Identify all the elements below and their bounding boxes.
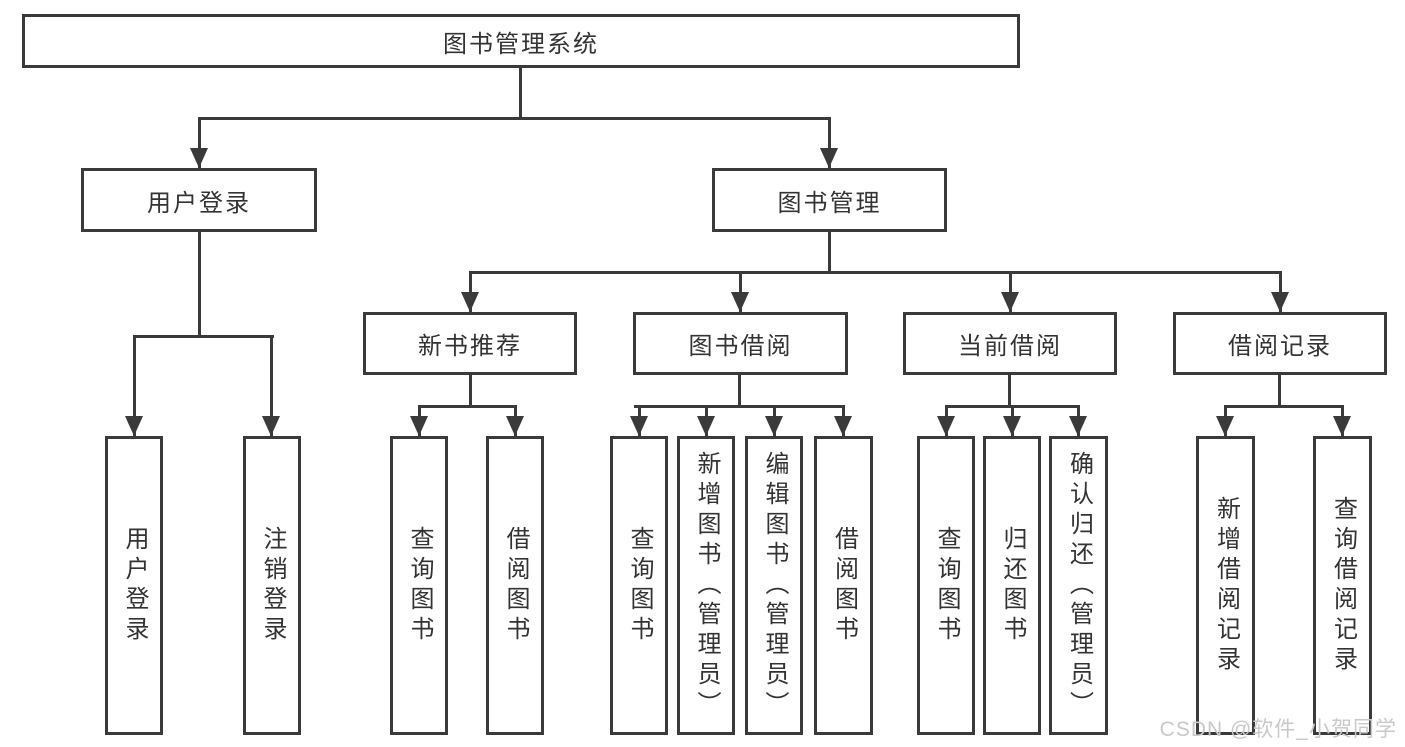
node-user-login-label: 用户登录 (147, 189, 251, 217)
leaf-recommend-borrow-book: 借阅图书 (486, 436, 544, 735)
leaf-current-query-book-label: 查询图书 (933, 525, 960, 646)
leaf-confirm-return-admin: 确认归还（管理员） (1049, 436, 1108, 735)
arrow-to-leaf-logout (262, 336, 280, 436)
arrow-record-leaf-2 (1333, 406, 1351, 436)
leaf-logout-label: 注销登录 (259, 525, 286, 646)
connector-user-login-bar (133, 335, 274, 338)
node-root: 图书管理系统 (22, 14, 1020, 68)
arrow-record-leaf-1 (1216, 406, 1234, 436)
node-borrow-record: 借阅记录 (1173, 312, 1387, 375)
arrow-borrow-leaf-2 (697, 406, 715, 436)
connector-current-stub (1008, 375, 1011, 408)
leaf-edit-book-admin: 编辑图书（管理员） (745, 436, 803, 735)
arrow-borrow-leaf-4 (834, 406, 852, 436)
connector-recommend-bar (418, 405, 517, 408)
leaf-add-book-admin-label: 新增图书（管理员） (693, 450, 720, 721)
connector-borrow-bar (634, 405, 845, 408)
node-user-login: 用户登录 (81, 168, 317, 232)
arrow-current-leaf-1 (937, 406, 955, 436)
node-new-book-recommend-label: 新书推荐 (418, 333, 522, 360)
arrow-recommend-leaf-2 (506, 406, 524, 436)
node-book-management: 图书管理 (712, 168, 947, 232)
arrow-borrow-leaf-1 (630, 406, 648, 436)
leaf-borrow-query-book-label: 查询图书 (626, 525, 653, 646)
arrow-to-borrow-record (1271, 272, 1289, 312)
arrow-current-leaf-3 (1069, 406, 1087, 436)
leaf-confirm-return-admin-label: 确认归还（管理员） (1065, 450, 1093, 721)
leaf-current-query-book: 查询图书 (917, 436, 975, 735)
node-borrow-record-label: 借阅记录 (1228, 333, 1332, 360)
leaf-user-login: 用户登录 (105, 436, 163, 735)
node-current-borrow: 当前借阅 (903, 312, 1117, 375)
node-book-management-label: 图书管理 (777, 189, 882, 217)
node-current-borrow-label: 当前借阅 (958, 333, 1062, 360)
watermark: CSDN @软件_小贺同学 (1159, 718, 1397, 741)
leaf-recommend-query-book-label: 查询图书 (406, 525, 433, 646)
connector-user-login-vertical (198, 232, 201, 338)
leaf-user-login-label: 用户登录 (121, 525, 148, 646)
connector-record-stub (1278, 375, 1281, 408)
leaf-edit-book-admin-label: 编辑图书（管理员） (761, 450, 788, 721)
leaf-return-book: 归还图书 (983, 436, 1041, 735)
leaf-logout: 注销登录 (243, 436, 301, 735)
arrow-to-user-login (190, 118, 208, 168)
connector-level2-bar (198, 117, 831, 120)
arrow-to-new-book-recommend (461, 272, 479, 312)
leaf-return-book-label: 归还图书 (999, 525, 1026, 646)
node-book-borrow-label: 图书借阅 (688, 333, 793, 360)
leaf-borrow-query-book: 查询图书 (610, 436, 668, 735)
arrow-to-book-borrow (731, 272, 749, 312)
leaf-add-borrow-record: 新增借阅记录 (1196, 436, 1255, 735)
leaf-borrow-book-label: 借阅图书 (830, 525, 858, 646)
connector-level3-bar (469, 271, 1282, 274)
node-new-book-recommend: 新书推荐 (363, 312, 577, 375)
node-book-borrow: 图书借阅 (633, 312, 848, 375)
connector-book-management-vertical (828, 232, 831, 274)
connector-recommend-stub (469, 375, 472, 408)
arrow-borrow-leaf-3 (765, 406, 783, 436)
arrow-to-current-borrow (1001, 272, 1019, 312)
connector-root-vertical (519, 68, 522, 120)
leaf-query-borrow-record-label: 查询借阅记录 (1329, 495, 1357, 676)
leaf-borrow-book: 借阅图书 (814, 436, 873, 735)
node-root-label: 图书管理系统 (443, 30, 599, 58)
arrow-to-book-management (820, 118, 838, 168)
connector-borrow-stub (738, 375, 741, 408)
leaf-recommend-query-book: 查询图书 (390, 436, 448, 735)
leaf-add-book-admin: 新增图书（管理员） (677, 436, 735, 735)
arrow-recommend-leaf-1 (410, 406, 428, 436)
leaf-recommend-borrow-book-label: 借阅图书 (502, 525, 529, 646)
arrow-current-leaf-2 (1003, 406, 1021, 436)
leaf-add-borrow-record-label: 新增借阅记录 (1212, 495, 1240, 676)
connector-record-bar (1224, 405, 1344, 408)
leaf-query-borrow-record: 查询借阅记录 (1313, 436, 1372, 735)
arrow-to-leaf-login (125, 336, 143, 436)
